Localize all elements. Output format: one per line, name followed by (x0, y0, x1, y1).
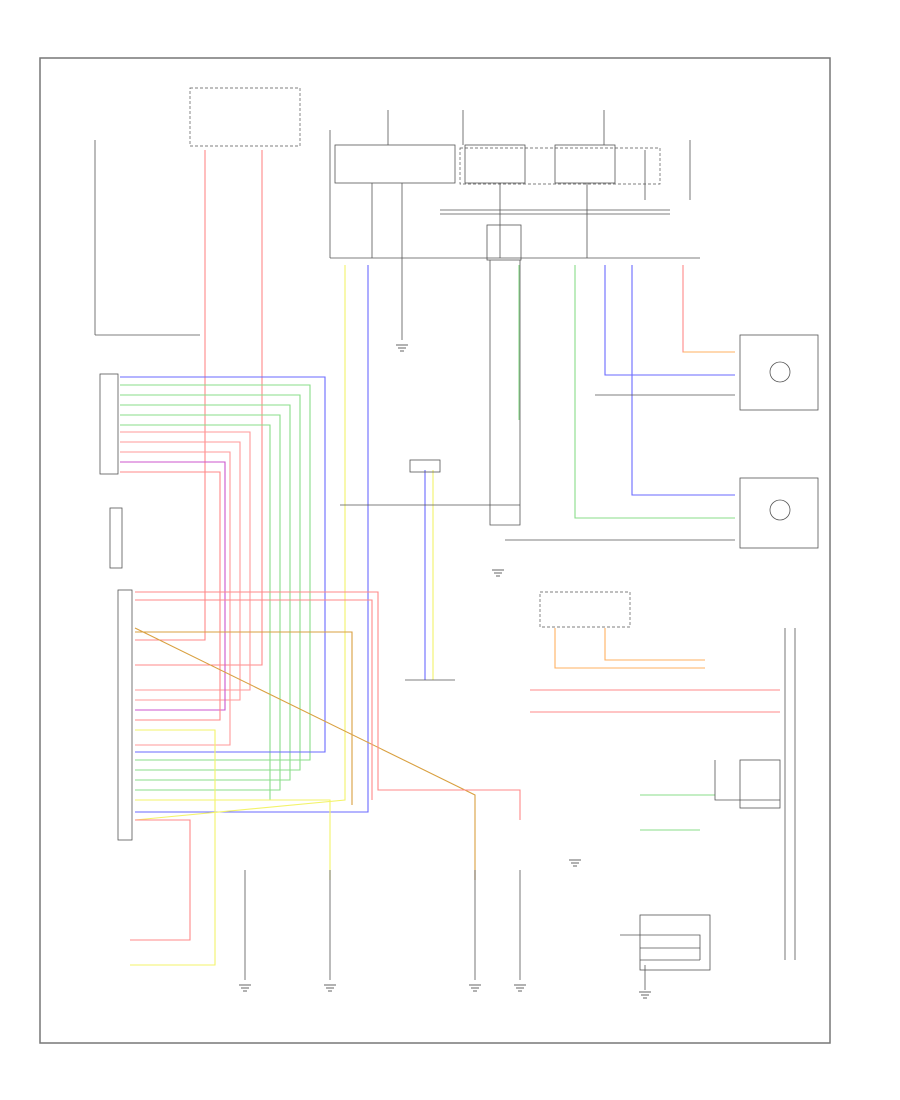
headlamp-wires (489, 260, 735, 541)
headlamp-connectors (739, 334, 819, 549)
left-connector-top (99, 373, 133, 841)
center-wires (340, 459, 520, 681)
harness-wires (120, 150, 521, 966)
top-fuse-blocks (189, 87, 700, 261)
lower-right-wires (530, 591, 796, 971)
top-feed-lines (94, 110, 691, 340)
diagram-frame (39, 57, 831, 1044)
door-switches (244, 870, 646, 990)
ground-symbols (239, 344, 651, 999)
